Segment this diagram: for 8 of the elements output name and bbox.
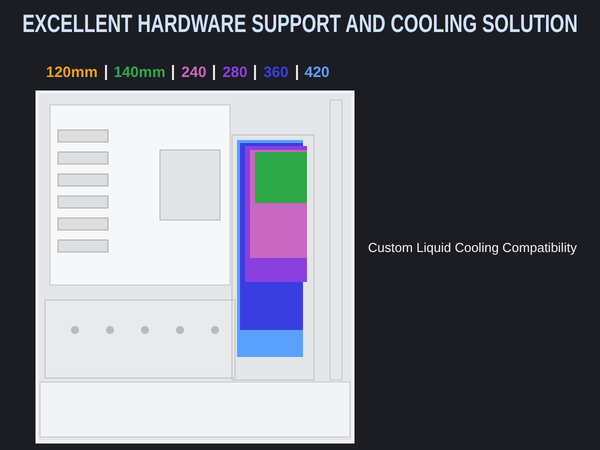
legend-label: 240 bbox=[181, 64, 206, 81]
legend-label: 360 bbox=[263, 64, 288, 81]
legend-label: 140mm bbox=[114, 64, 166, 81]
legend-label: 420 bbox=[304, 64, 330, 81]
title: EXCELLENT HARDWARE SUPPORT AND COOLING SOLUTION bbox=[22, 10, 578, 39]
legend-label: 120mm bbox=[46, 64, 98, 81]
legend-label: 280 bbox=[222, 64, 248, 81]
feature-caption: Custom Liquid Cooling Compatibility bbox=[368, 240, 577, 255]
